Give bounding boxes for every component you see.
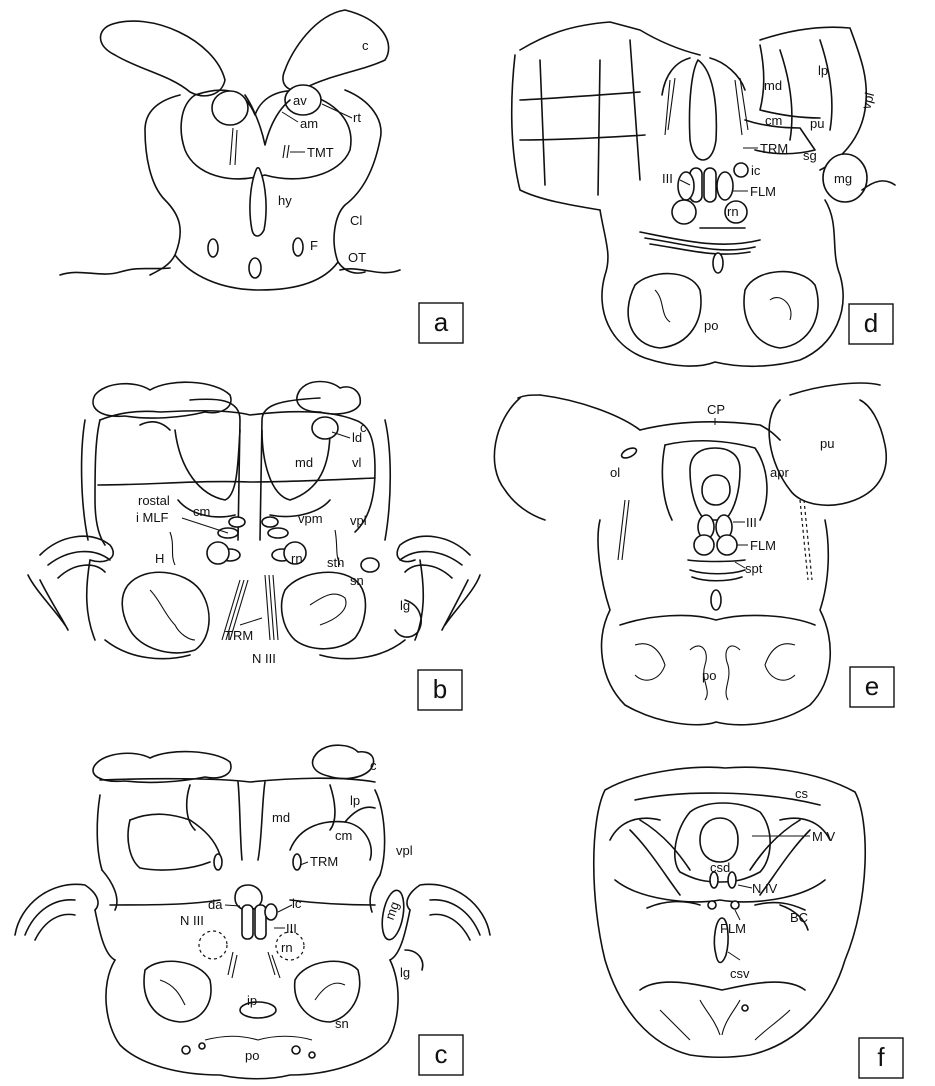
label-f-NIV: N IV <box>752 881 778 896</box>
label-b-iMLF: i MLF <box>136 510 169 525</box>
label-a-c: c <box>362 38 369 53</box>
label-c-vpl: vpl <box>396 843 413 858</box>
label-d-cm: cm <box>765 113 782 128</box>
label-c-c: c <box>370 758 377 773</box>
label-e-po: po <box>702 668 716 683</box>
label-b-lg: lg <box>400 598 410 613</box>
label-c-cm: cm <box>335 828 352 843</box>
label-c-da: da <box>208 897 223 912</box>
label-c-TRM: TRM <box>310 854 338 869</box>
label-f-cs: cs <box>795 786 809 801</box>
label-b-NIII: N III <box>252 651 276 666</box>
panel-a: c av rt am TMT hy Cl F OT a <box>60 10 463 343</box>
label-d-po: po <box>704 318 718 333</box>
label-b-md: md <box>295 455 313 470</box>
label-c-sn: sn <box>335 1016 349 1031</box>
label-e-pu: pu <box>820 436 834 451</box>
label-e-spt: spt <box>745 561 763 576</box>
panel-f: cs M V csd N IV FLM BC csv f <box>594 767 903 1078</box>
label-c-lg: lg <box>400 965 410 980</box>
label-d-III: III <box>662 171 673 186</box>
label-b-cm: cm <box>193 504 210 519</box>
label-a-hy: hy <box>278 193 292 208</box>
label-b-rostal: rostal <box>138 493 170 508</box>
label-b-sth: sth <box>327 555 344 570</box>
panel-f-letter: f <box>877 1042 885 1072</box>
label-b-vpl: vpl <box>350 513 367 528</box>
label-b-H: H <box>155 551 164 566</box>
panel-b: c ld md vl rostal cm i MLF vpm vpl H rn … <box>28 382 480 711</box>
panel-c-letter: c <box>435 1039 448 1069</box>
label-d-mg: mg <box>834 171 852 186</box>
label-c-ic: ic <box>292 896 302 911</box>
panel-d: lp md cm pu vpl sg TRM ic III FLM rn mg … <box>512 22 895 366</box>
label-a-Cl: Cl <box>350 213 362 228</box>
label-b-rn: rn <box>291 551 303 566</box>
label-c-lp: lp <box>350 793 360 808</box>
label-a-av: av <box>293 93 307 108</box>
panel-e-letter: e <box>865 671 879 701</box>
label-d-TRM: TRM <box>760 141 788 156</box>
label-b-vl: vl <box>352 455 362 470</box>
label-e-apr: apr <box>770 465 789 480</box>
label-a-TMT: TMT <box>307 145 334 160</box>
panel-a-letter: a <box>434 307 449 337</box>
label-c-III: III <box>286 921 297 936</box>
label-d-rn: rn <box>727 204 739 219</box>
label-d-ic: ic <box>751 163 761 178</box>
label-f-FLM: FLM <box>720 921 746 936</box>
label-a-OT: OT <box>348 250 366 265</box>
label-b-vpm: vpm <box>298 511 323 526</box>
panel-c: c lp md cm vpl TRM da ic N III III rn mg… <box>15 745 490 1079</box>
label-b-TRM: TRM <box>225 628 253 643</box>
label-d-FLM: FLM <box>750 184 776 199</box>
label-e-ol: ol <box>610 465 620 480</box>
label-d-lp: lp <box>818 63 828 78</box>
label-e-CP: CP <box>707 402 725 417</box>
label-e-FLM: FLM <box>750 538 776 553</box>
label-f-csd: csd <box>710 860 730 875</box>
label-f-MV: M V <box>812 829 835 844</box>
panel-d-letter: d <box>864 308 878 338</box>
label-d-sg: sg <box>803 148 817 163</box>
label-c-rn: rn <box>281 940 293 955</box>
label-a-rt: rt <box>353 110 361 125</box>
label-b-sn: sn <box>350 573 364 588</box>
label-d-vpl: vpl <box>858 91 877 111</box>
label-f-BC: BC <box>790 910 808 925</box>
label-a-F: F <box>310 238 318 253</box>
label-c-md: md <box>272 810 290 825</box>
label-d-pu: pu <box>810 116 824 131</box>
label-f-csv: csv <box>730 966 750 981</box>
panel-b-letter: b <box>433 674 447 704</box>
label-b-ld: ld <box>352 430 362 445</box>
label-d-md: md <box>764 78 782 93</box>
label-c-NIII: N III <box>180 913 204 928</box>
label-c-po: po <box>245 1048 259 1063</box>
label-e-III: III <box>746 515 757 530</box>
label-a-am: am <box>300 116 318 131</box>
label-c-ip: ip <box>247 993 257 1008</box>
panel-e: CP pu ol apr III FLM spt po e <box>494 383 894 725</box>
